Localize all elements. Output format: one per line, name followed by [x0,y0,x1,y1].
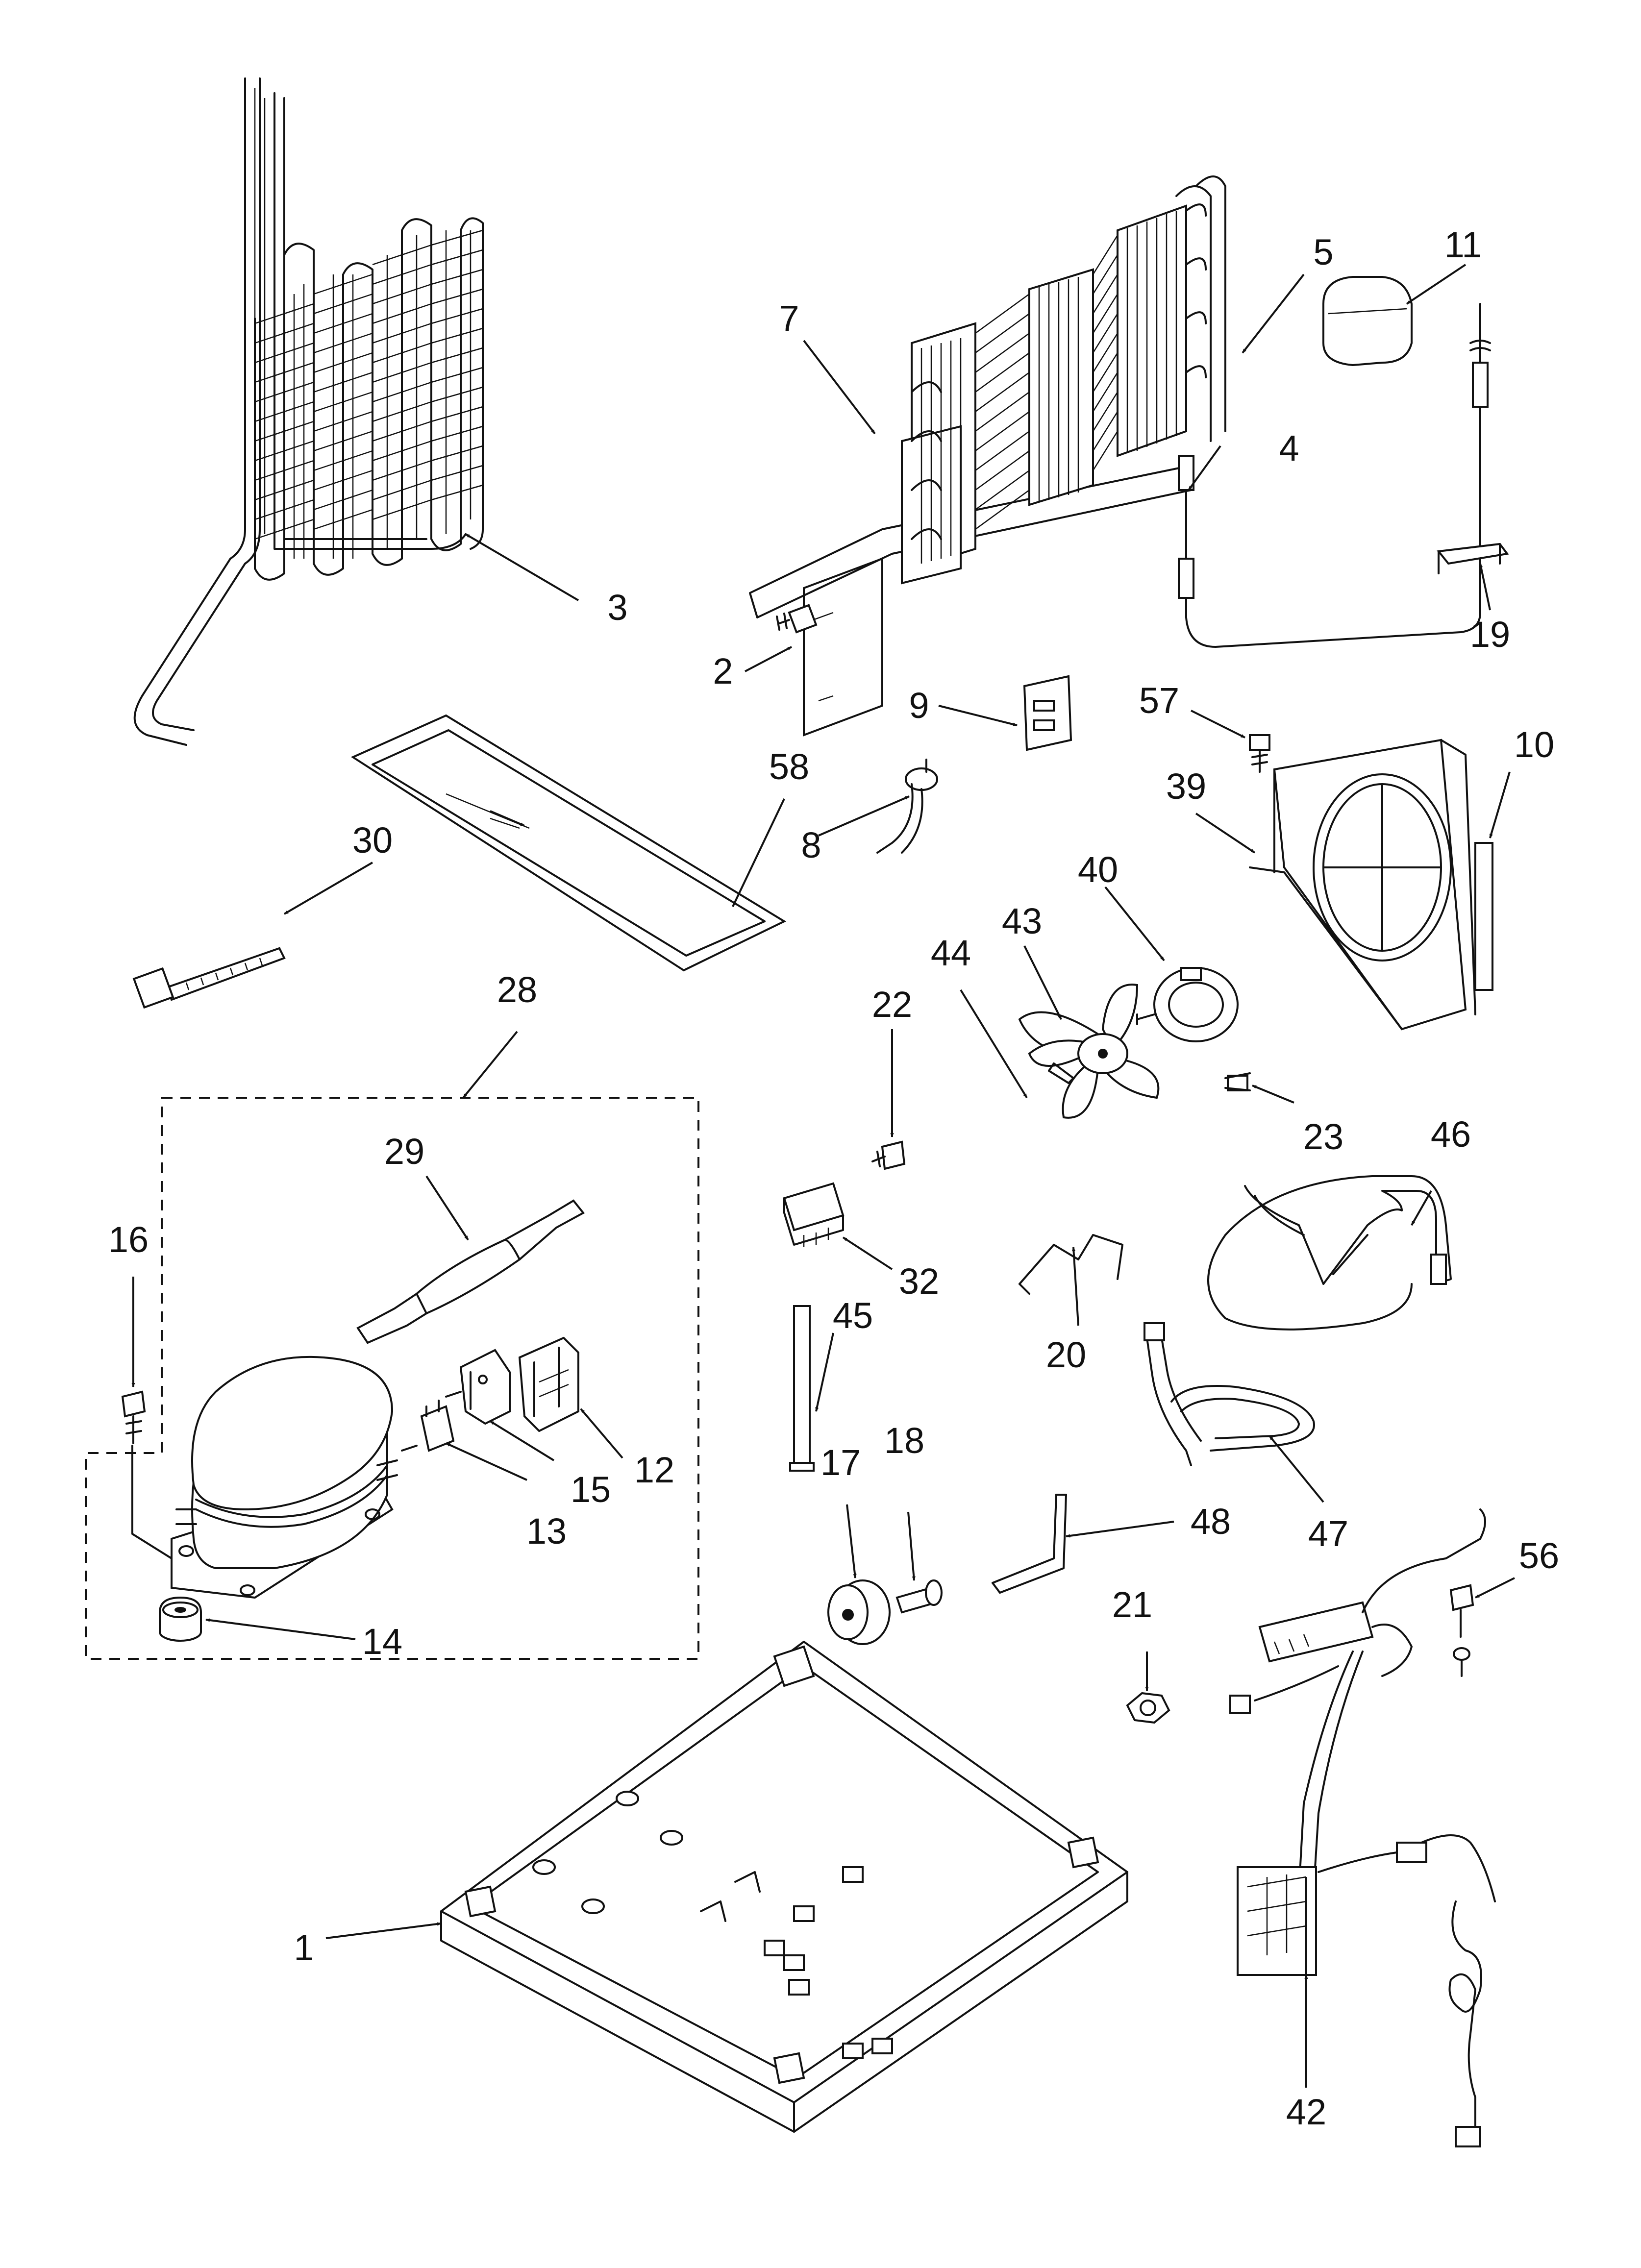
callout-21: 21 [1112,1584,1152,1625]
screw-22 [871,1140,906,1170]
callout-58: 58 [769,746,809,787]
callout-7: 7 [779,298,799,339]
callout-13: 13 [526,1511,567,1552]
callout-46: 46 [1431,1114,1471,1155]
callout-4: 4 [1279,428,1299,468]
callout-22: 22 [872,984,912,1025]
bracket-9 [1023,675,1072,751]
screw-56 [1449,1584,1474,1677]
callout-18: 18 [884,1420,924,1461]
tube-47 [1144,1322,1315,1466]
nut-21 [1126,1692,1170,1724]
callout-2: 2 [713,651,733,691]
callout-12: 12 [634,1450,674,1490]
relay-32 [783,1182,845,1247]
fan-motor [1136,967,1239,1042]
filter-drier [356,1199,585,1344]
connector-23 [1224,1072,1251,1091]
fan-housing [1249,739,1476,1031]
callout-29: 29 [384,1131,424,1172]
drain-pan [350,714,787,972]
cover-11 [1322,276,1413,367]
screw-2 [776,604,818,634]
wire-20 [1019,1234,1123,1295]
callout-45: 45 [833,1295,873,1336]
callout-11: 11 [1444,224,1482,265]
cover-12 [518,1336,579,1432]
thermostat-8 [876,759,938,854]
cable-tie [132,947,286,1009]
callout-14: 14 [362,1621,402,1662]
callout-3: 3 [607,587,627,628]
callout-17: 17 [820,1442,861,1483]
callout-44: 44 [931,933,971,973]
start-device-15 [445,1349,511,1425]
overload-13 [401,1400,455,1452]
fan-blade [1018,984,1160,1119]
callout-57: 57 [1139,680,1179,721]
callout-28: 28 [497,969,537,1010]
callout-1: 1 [294,1927,314,1968]
callout-5: 5 [1313,232,1333,272]
base-pan [440,1641,1128,2133]
callout-47: 47 [1308,1513,1348,1554]
grommet-14 [159,1596,202,1642]
tube-46 [1207,1175,1452,1331]
callout-56: 56 [1519,1535,1559,1576]
callout-16: 16 [108,1219,149,1260]
callout-15: 15 [571,1469,611,1510]
callout-9: 9 [909,685,929,726]
callout-20: 20 [1046,1334,1086,1375]
callout-labels: 1 2 3 4 5 7 8 9 10 11 12 13 14 15 16 17 … [108,224,1559,2132]
callout-8: 8 [801,825,821,865]
condenser-coil [133,77,484,746]
clip-19 [1437,542,1509,574]
roller-17 [827,1579,891,1645]
callout-10: 10 [1514,724,1554,765]
pin-45 [789,1305,815,1472]
screw-16 [121,1390,146,1444]
leader-lines [131,264,1515,2088]
screw-57 [1249,734,1270,773]
callout-43: 43 [1002,901,1042,941]
pipe-48 [992,1494,1067,1594]
callout-23: 23 [1303,1116,1343,1157]
screw-18 [895,1579,943,1614]
callout-30: 30 [352,820,393,861]
evaporator-assembly [749,175,1226,737]
callout-48: 48 [1191,1501,1231,1542]
callout-19: 19 [1470,614,1510,655]
callout-42: 42 [1286,2092,1326,2132]
callout-39: 39 [1166,766,1206,807]
defrost-sensor [1178,303,1491,648]
callout-40: 40 [1078,849,1118,890]
compressor [131,1356,398,1599]
wire-harness [1229,1508,1496,2147]
callout-32: 32 [899,1261,939,1302]
strip-10 [1474,842,1493,991]
